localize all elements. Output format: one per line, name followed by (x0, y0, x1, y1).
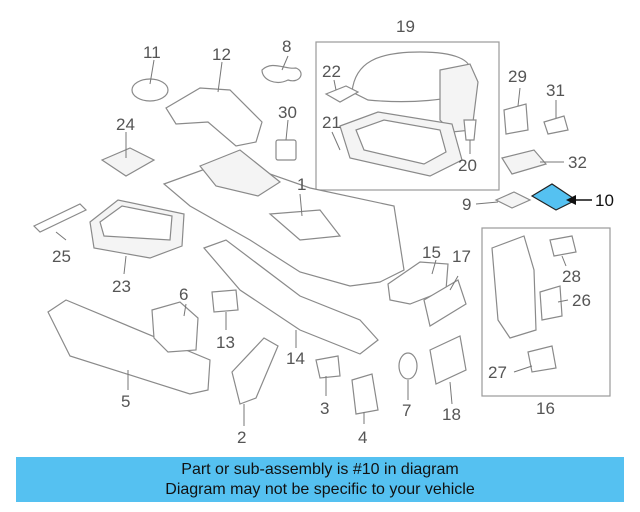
part-20-pin[interactable] (463, 119, 477, 141)
callout-2: 2 (237, 428, 246, 447)
callout-numbers: 1 2 3 4 5 6 7 8 9 10 11 12 13 14 15 16 1… (52, 17, 614, 447)
callout-23: 23 (112, 277, 131, 296)
part-25-strip[interactable] (32, 203, 88, 233)
part-18-bracket[interactable] (429, 335, 467, 385)
callout-28: 28 (562, 267, 581, 286)
callout-5: 5 (121, 392, 130, 411)
callout-8: 8 (282, 37, 291, 56)
callout-10: 10 (595, 191, 614, 210)
part-4-bracket[interactable] (351, 373, 379, 415)
part-5-side-panel[interactable] (47, 299, 211, 395)
callout-12: 12 (212, 45, 231, 64)
callout-16: 16 (536, 399, 555, 418)
armrest-group-box (315, 41, 500, 191)
part-12-shift-bezel[interactable] (165, 87, 263, 147)
callout-13: 13 (216, 333, 235, 352)
callout-22: 22 (322, 62, 341, 81)
part-16-trim-panel[interactable] (491, 235, 537, 339)
part-32-bracket[interactable] (501, 149, 548, 175)
callout-32: 32 (568, 153, 587, 172)
part-7-grommet[interactable] (398, 352, 418, 380)
part-11-cap[interactable] (131, 78, 169, 102)
part-26-outlet[interactable] (539, 285, 563, 321)
part-1-center-console[interactable] (162, 149, 405, 287)
callout-19: 19 (396, 17, 415, 36)
callout-3: 3 (320, 399, 329, 418)
callout-30: 30 (278, 103, 297, 122)
part-8-seal[interactable] (261, 64, 302, 83)
part-10-highlighted[interactable] (530, 183, 578, 211)
callout-11: 11 (143, 43, 161, 62)
arrow-head-10 (566, 195, 576, 205)
part-22-clip[interactable] (324, 85, 360, 103)
callout-4: 4 (358, 428, 367, 447)
part-21-storage-tray[interactable] (339, 111, 463, 177)
trim-panel-group-box (481, 227, 611, 397)
callout-18: 18 (442, 405, 461, 424)
callout-24: 24 (116, 115, 135, 134)
callout-7: 7 (402, 401, 411, 420)
part-14-bracket[interactable] (202, 239, 379, 355)
caption-line-2: Diagram may not be specific to your vehi… (165, 481, 475, 498)
callout-27: 27 (488, 363, 507, 382)
part-2-trim[interactable] (231, 337, 279, 405)
callout-25: 25 (52, 247, 71, 266)
part-19-armrest-lid[interactable] (351, 51, 479, 133)
callout-6: 6 (179, 285, 188, 304)
callout-14: 14 (286, 349, 305, 368)
parts-diagram: 1 2 3 4 5 6 7 8 9 10 11 12 13 14 15 16 1… (32, 17, 614, 447)
part-6-bracket[interactable] (151, 301, 199, 353)
callout-29: 29 (508, 67, 527, 86)
callout-9: 9 (462, 195, 471, 214)
callout-31: 31 (546, 81, 565, 100)
part-9-pad[interactable] (494, 191, 532, 209)
part-3-clip[interactable] (315, 355, 341, 379)
part-13-clip[interactable] (211, 289, 239, 313)
part-28-switch[interactable] (549, 235, 577, 257)
callout-15: 15 (422, 243, 441, 262)
callout-1: 1 (297, 175, 306, 194)
caption-banner: Part or sub-assembly is #10 in diagram D… (16, 457, 624, 502)
part-17-bracket[interactable] (423, 279, 467, 327)
part-23-storage-bin[interactable] (89, 199, 185, 259)
part-27-socket[interactable] (527, 345, 557, 373)
callout-20: 20 (458, 156, 477, 175)
part-30-switch[interactable] (275, 139, 297, 161)
caption-line-1: Part or sub-assembly is #10 in diagram (181, 461, 459, 478)
callout-17: 17 (452, 247, 471, 266)
leader-lines (55, 55, 592, 426)
part-24-pad[interactable] (100, 147, 156, 177)
callout-21: 21 (322, 113, 341, 132)
part-31-clip[interactable] (543, 115, 569, 135)
part-29-clip[interactable] (503, 103, 529, 135)
callout-26: 26 (572, 291, 591, 310)
